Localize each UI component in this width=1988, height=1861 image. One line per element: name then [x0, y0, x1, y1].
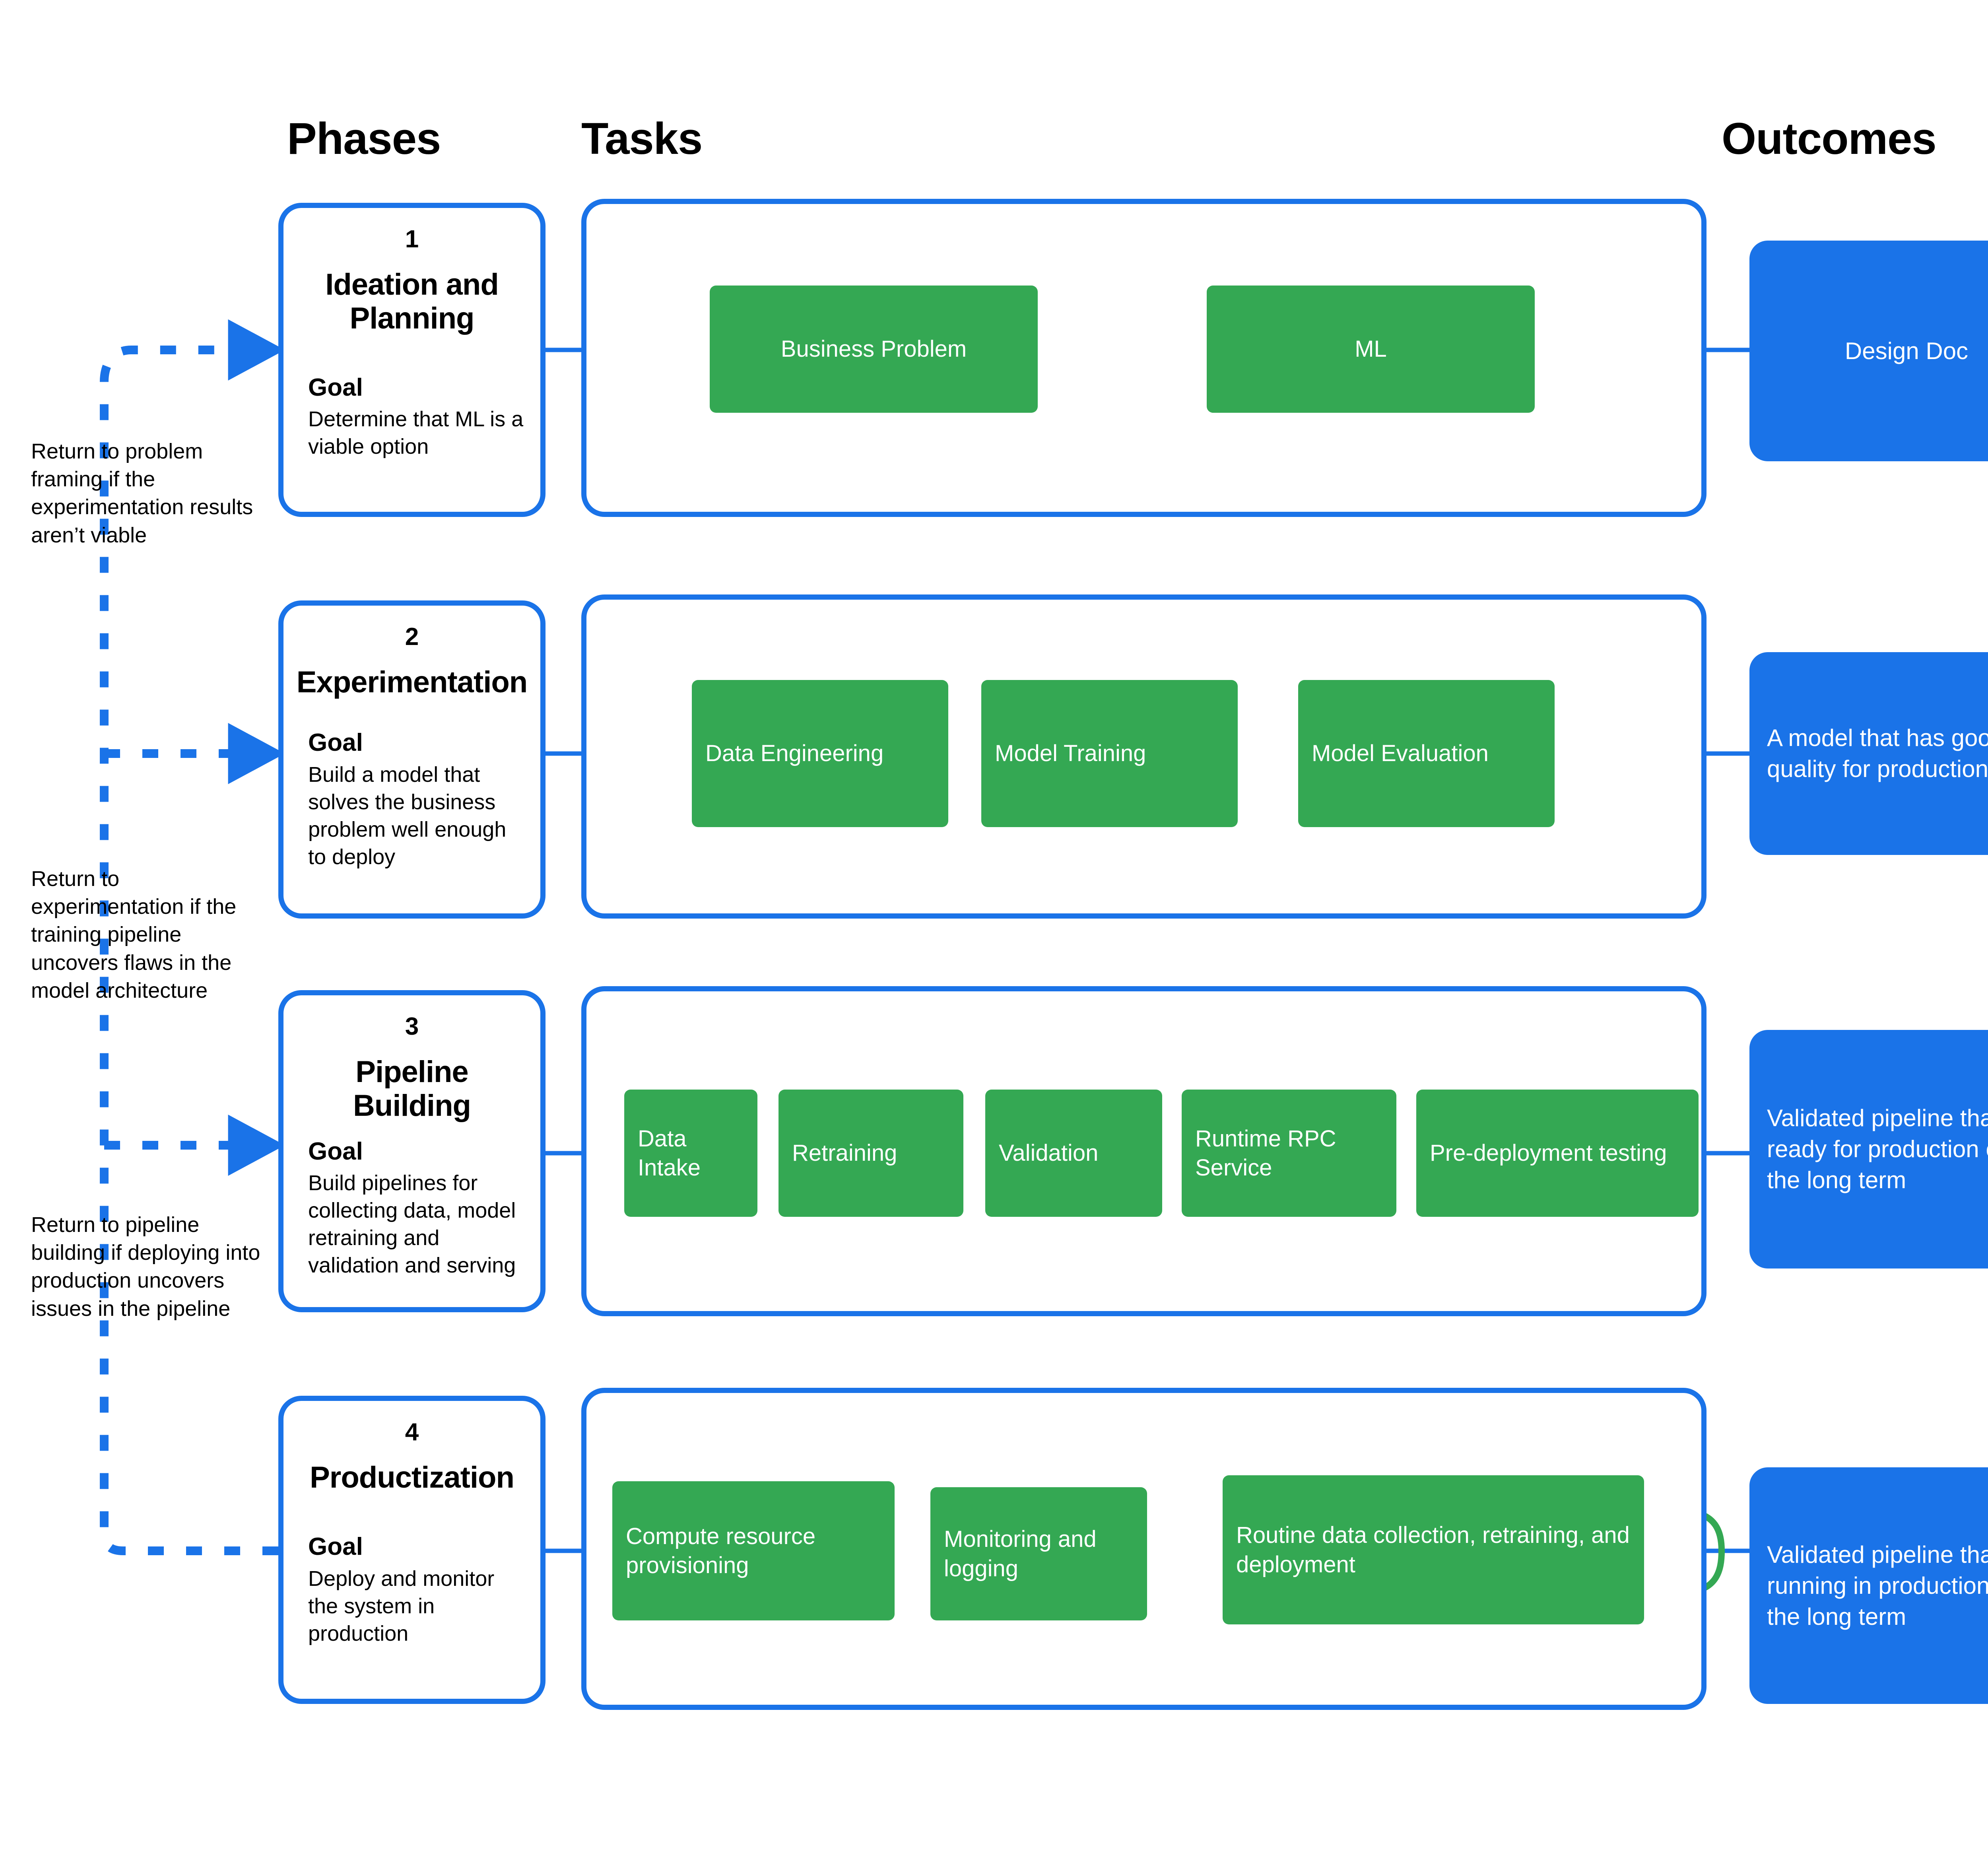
task-box-data-engineering[interactable]: Data Engineering [692, 680, 948, 827]
note-return-to-experimentation: Return to experimentation if the trainin… [31, 867, 237, 1002]
phase-number: 4 [405, 1418, 419, 1446]
phase-number: 2 [405, 623, 419, 651]
task-box-model-evaluation[interactable]: Model Evaluation [1298, 680, 1555, 827]
goal-label: Goal [308, 1533, 363, 1561]
phase-card-1[interactable]: 1 Ideation and Planning Goal Determine t… [278, 203, 546, 517]
phase-title: Experimentation [296, 665, 528, 699]
task-box-validation[interactable]: Validation [985, 1090, 1162, 1217]
goal-label: Goal [308, 1137, 363, 1165]
tasks-to-outcome-connectors [1706, 348, 1749, 1553]
task-box-data-intake[interactable]: Data Intake [624, 1090, 757, 1217]
goal-label: Goal [308, 373, 363, 401]
column-header-phases: Phases [287, 114, 441, 163]
phase-number: 3 [405, 1013, 419, 1040]
phase-to-tasks-connectors [546, 348, 581, 1553]
goal-text: Build a model that solves the business p… [308, 762, 507, 869]
phase-title: Ideation and Planning [325, 268, 499, 336]
phase-title: Productization [310, 1461, 514, 1494]
goal-label: Goal [308, 729, 363, 757]
task-box-pre-deployment-testing[interactable]: Pre-deployment testing [1416, 1090, 1699, 1217]
task-box-monitoring-and-logging[interactable]: Monitoring and logging [930, 1487, 1147, 1620]
goal-text: Deploy and monitor the system in product… [308, 1566, 495, 1645]
phase-card-4[interactable]: 4 Productization Goal Deploy and monitor… [278, 1396, 546, 1704]
task-box-runtime-rpc-service[interactable]: Runtime RPC Service [1182, 1090, 1396, 1217]
phase-goal-block: Goal Determine that ML is a viable optio… [299, 373, 524, 461]
goal-text: Build pipelines for collecting data, mod… [308, 1171, 516, 1278]
outcome-box-4[interactable]: Validated pipeline that’s running in pro… [1749, 1467, 1988, 1704]
task-box-retraining[interactable]: Retraining [779, 1090, 963, 1217]
task-box-business-problem[interactable]: Business Problem [710, 286, 1038, 413]
task-box-ml[interactable]: ML [1207, 286, 1535, 413]
outcome-box-2[interactable]: A model that has good quality for produc… [1749, 652, 1988, 855]
phase-title: Pipeline Building [353, 1055, 471, 1123]
note-return-to-pipeline-building: Return to pipeline building if deploying… [31, 1213, 260, 1321]
phase-goal-block: Goal Build a model that solves the busin… [299, 728, 524, 871]
column-header-tasks: Tasks [581, 114, 703, 163]
column-header-outcomes: Outcomes [1722, 114, 1937, 163]
phase-number: 1 [405, 225, 419, 253]
phase-card-2[interactable]: 2 Experimentation Goal Build a model tha… [278, 600, 546, 919]
outcome-box-3[interactable]: Validated pipeline that’s ready for prod… [1749, 1030, 1988, 1269]
task-box-routine-data-collection[interactable]: Routine data collection, retraining, and… [1223, 1475, 1644, 1624]
note-return-to-problem-framing: Return to problem framing if the experim… [31, 439, 253, 547]
goal-text: Determine that ML is a viable option [308, 407, 524, 459]
phase-goal-block: Goal Deploy and monitor the system in pr… [299, 1532, 524, 1647]
outcome-box-1[interactable]: Design Doc [1749, 241, 1988, 461]
phase-card-3[interactable]: 3 Pipeline Building Goal Build pipelines… [278, 990, 546, 1312]
task-box-compute-resource-provisioning[interactable]: Compute resource provisioning [612, 1481, 895, 1620]
task-box-model-training[interactable]: Model Training [981, 680, 1238, 827]
phase-goal-block: Goal Build pipelines for collecting data… [299, 1137, 524, 1280]
